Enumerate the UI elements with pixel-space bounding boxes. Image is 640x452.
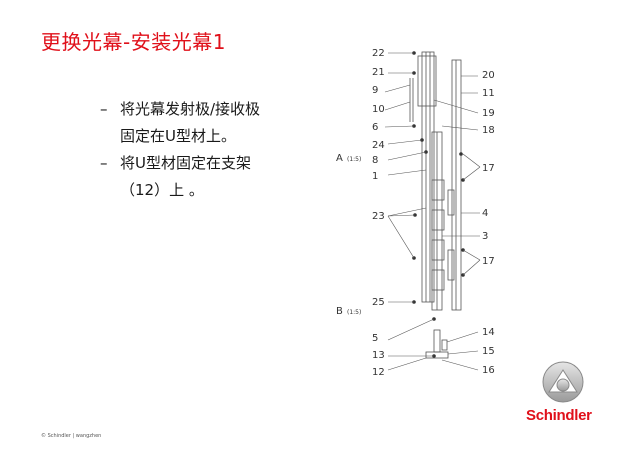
- part-label: 22: [372, 48, 385, 59]
- part-label: 3: [482, 231, 488, 242]
- slide-title: 更换光幕-安装光幕1: [41, 30, 226, 54]
- part-label: 21: [372, 67, 385, 78]
- bullet-line: 固定在U型材上。: [120, 127, 236, 145]
- bullet-line: 将光幕发射极/接收极: [120, 100, 261, 118]
- detail-a-scale: (1:5): [347, 156, 361, 163]
- part-label: 25: [372, 297, 385, 308]
- assembly-drawing: 22 21 9 10 6 24 8 1 23 25 5 13 12 20 11 …: [336, 48, 495, 378]
- part-label: 8: [372, 155, 378, 166]
- bullet-item: – 将光幕发射极/接收极 固定在U型材上。: [100, 96, 320, 150]
- bullet-line: 将U型材固定在支架: [120, 154, 251, 172]
- part-label: 14: [482, 327, 495, 338]
- right-rail: [451, 59, 462, 311]
- part-label: 11: [482, 88, 495, 99]
- part-label: 17: [482, 163, 495, 174]
- top-bracket: [417, 55, 437, 107]
- brand-wordmark: Schindler: [526, 407, 592, 424]
- part-label: 15: [482, 346, 495, 357]
- detail-b-label: B: [336, 306, 343, 317]
- part-label: 16: [482, 365, 495, 376]
- bullet-line: （12）上 。: [120, 181, 204, 199]
- part-label: 18: [482, 125, 495, 136]
- part-label: 17: [482, 256, 495, 267]
- part-label: 10: [372, 104, 385, 115]
- part-label: 20: [482, 70, 495, 81]
- part-label: 24: [372, 140, 385, 151]
- bullet-dash: –: [100, 154, 108, 172]
- u-profile: [421, 51, 435, 303]
- footer-copyright: © Schindler | wangzhen: [41, 433, 102, 439]
- part-label: 4: [482, 208, 488, 219]
- schindler-logo: [542, 361, 584, 403]
- detail-b-scale: (1:5): [347, 309, 361, 316]
- part-label: 19: [482, 108, 495, 119]
- part-label: 5: [372, 333, 378, 344]
- part-label: 23: [372, 211, 385, 222]
- part-label: 6: [372, 122, 378, 133]
- bullet-dash: –: [100, 100, 108, 118]
- part-label: 12: [372, 367, 385, 378]
- part-label: 1: [372, 171, 378, 182]
- bullet-list: – 将光幕发射极/接收极 固定在U型材上。 – 将U型材固定在支架 （12）上 …: [100, 96, 320, 204]
- detail-a-label: A: [336, 153, 343, 164]
- part-label: 9: [372, 85, 378, 96]
- bullet-item: – 将U型材固定在支架 （12）上 。: [100, 150, 320, 204]
- part-label: 13: [372, 350, 385, 361]
